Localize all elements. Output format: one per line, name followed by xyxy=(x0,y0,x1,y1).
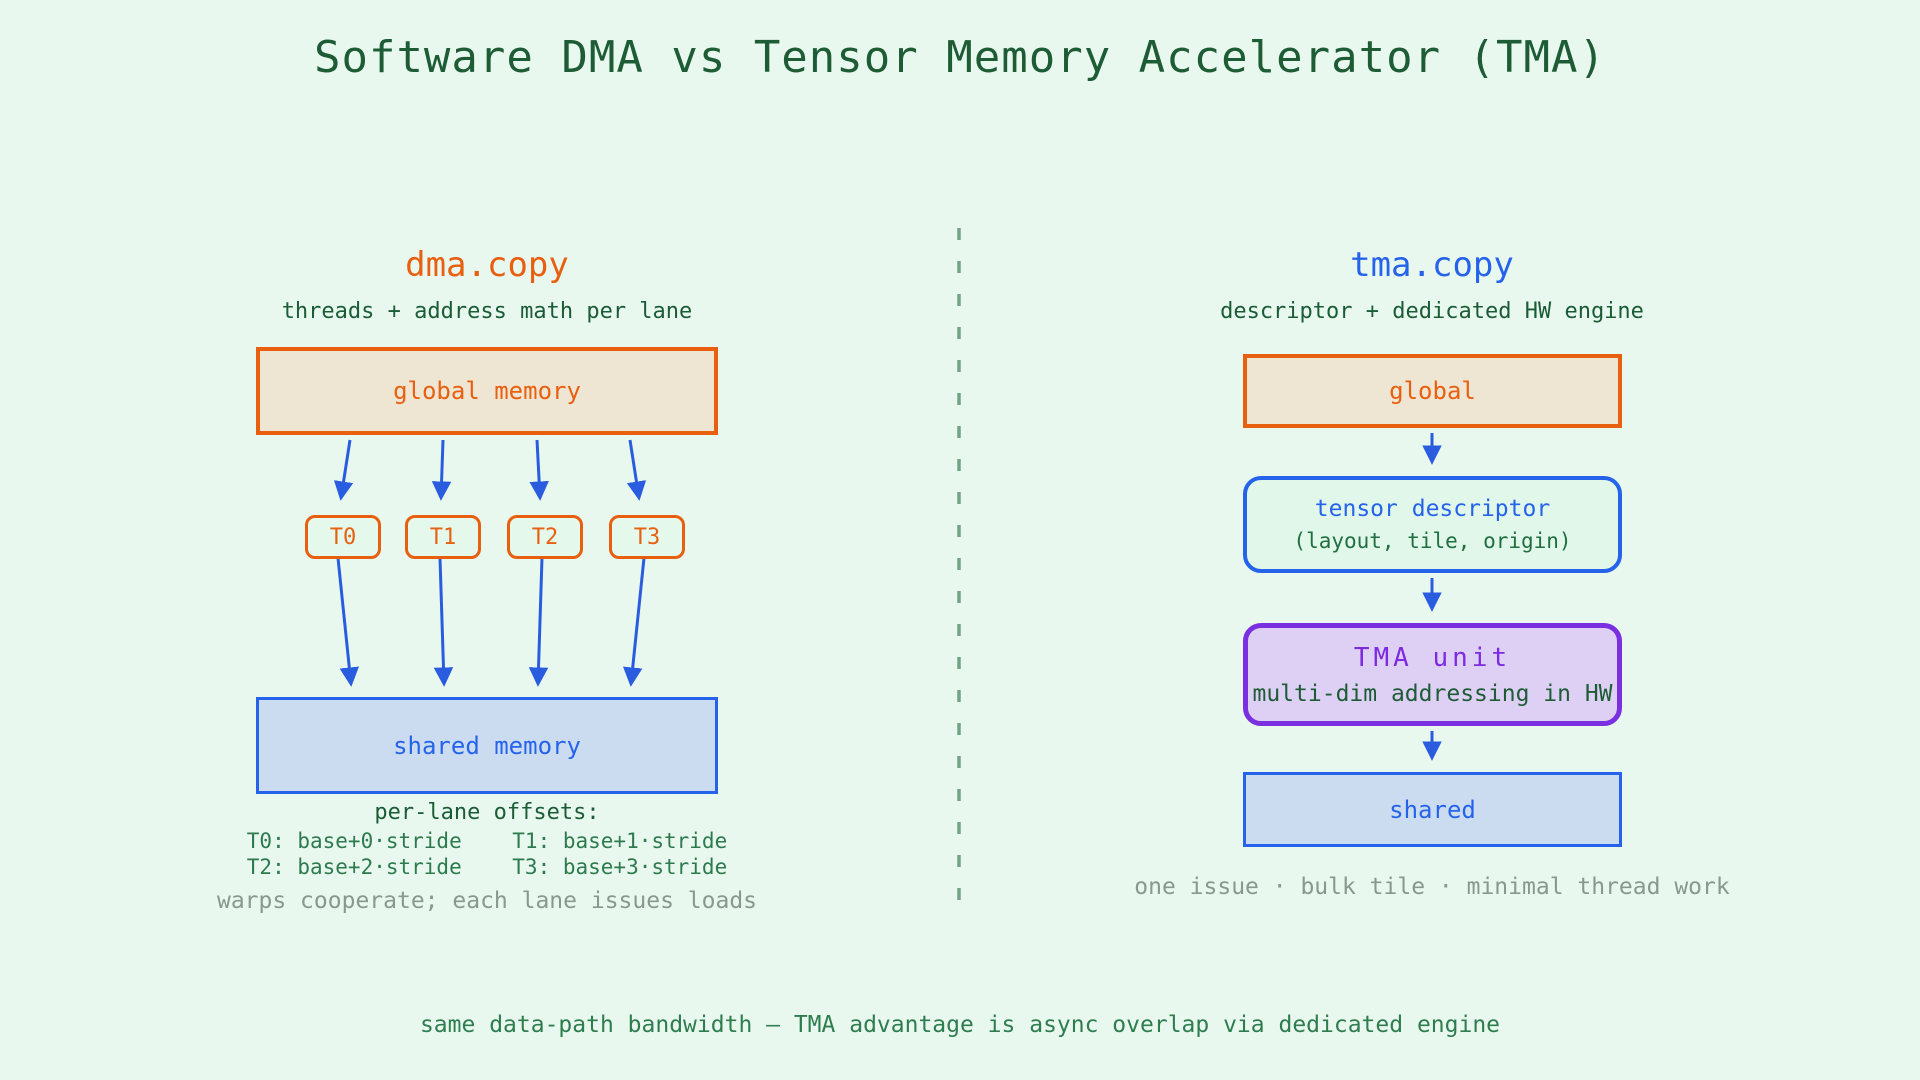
thread-box-t2: T2 xyxy=(507,515,583,559)
global-box: global xyxy=(1243,354,1622,428)
global-memory-label: global memory xyxy=(393,377,581,405)
tensor-descriptor-subtitle: (layout, tile, origin) xyxy=(1293,529,1572,553)
thread-box-t1: T1 xyxy=(405,515,481,559)
offsets-line-1: T0: base+0·stride T1: base+1·stride xyxy=(246,829,728,853)
arrow-global-to-t3 xyxy=(626,439,647,501)
arrow-global-to-t0 xyxy=(333,439,354,501)
thread-label-t1: T1 xyxy=(429,524,457,550)
arrow-global-to-t2 xyxy=(529,439,549,501)
thread-box-t0: T0 xyxy=(305,515,381,559)
arrow-t0-to-shared xyxy=(336,557,359,687)
dma-copy-heading: dma.copy xyxy=(405,245,569,285)
tma-copy-subtitle: descriptor + dedicated HW engine xyxy=(1220,299,1644,324)
shared-memory-label: shared memory xyxy=(393,731,581,760)
tensor-descriptor-title: tensor descriptor xyxy=(1314,496,1551,522)
dma-caption: warps cooperate; each lane issues loads xyxy=(216,888,758,914)
per-lane-offsets-title: per-lane offsets: xyxy=(374,800,600,825)
tma-unit-title: TMA unit xyxy=(1353,642,1512,673)
thread-label-t2: T2 xyxy=(531,524,559,550)
footer-note: same data-path bandwidth — TMA advantage… xyxy=(419,1012,1501,1038)
global-memory-box: global memory xyxy=(256,347,718,435)
offsets-line-2: T2: base+2·stride T3: base+3·stride xyxy=(246,855,728,879)
shared-label: shared xyxy=(1389,795,1476,824)
tma-copy-heading: tma.copy xyxy=(1350,245,1514,285)
tensor-descriptor-box: tensor descriptor (layout, tile, origin) xyxy=(1243,476,1622,573)
shared-box: shared xyxy=(1243,772,1622,847)
arrow-t2-to-shared xyxy=(528,557,549,687)
shared-memory-box: shared memory xyxy=(256,697,718,794)
arrow-global-to-t1 xyxy=(431,439,452,501)
page-title: Software DMA vs Tensor Memory Accelerato… xyxy=(313,32,1607,83)
dma-copy-subtitle: threads + address math per lane xyxy=(281,299,693,324)
tma-unit-subtitle: multi-dim addressing in HW xyxy=(1252,680,1613,707)
global-label: global xyxy=(1389,377,1476,405)
thread-box-t3: T3 xyxy=(609,515,685,559)
thread-label-t3: T3 xyxy=(633,524,661,550)
thread-label-t0: T0 xyxy=(329,524,357,550)
arrow-t1-to-shared xyxy=(433,557,454,687)
tma-caption: one issue · bulk tile · minimal thread w… xyxy=(1134,874,1730,900)
arrow-t3-to-shared xyxy=(623,557,646,687)
tma-unit-box: TMA unit multi-dim addressing in HW xyxy=(1243,623,1622,726)
